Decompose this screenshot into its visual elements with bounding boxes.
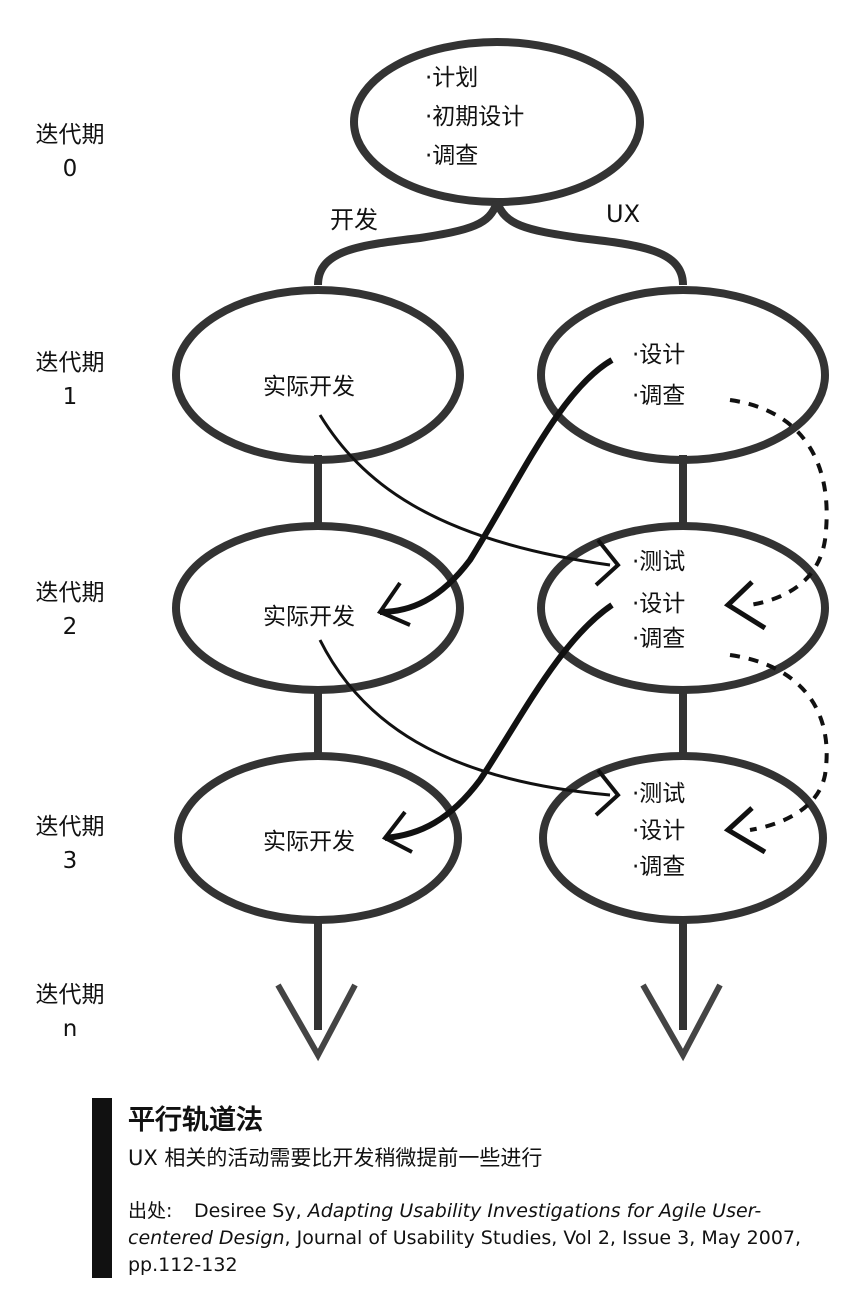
caption-subtitle: UX 相关的活动需要比开发稍微提前一些进行 xyxy=(128,1146,543,1170)
dev-node-2-ellipse xyxy=(172,522,464,694)
iteration-number: 2 xyxy=(62,614,78,640)
ux1-item-design: ·设计 xyxy=(632,342,686,368)
dev-node-1-label: 实际开发 xyxy=(263,374,355,400)
iteration-label-n: 迭代期 n xyxy=(10,978,130,1046)
ux-node-2-ellipse xyxy=(537,522,829,694)
dev-track-label: 开发 xyxy=(330,206,378,234)
design2-to-dev3-arrow xyxy=(384,602,614,841)
dev1-to-test2-arrow xyxy=(318,414,611,567)
iteration-number: n xyxy=(62,1016,78,1042)
arrowhead-test-3 xyxy=(594,768,621,817)
dev-node-3-ellipse xyxy=(174,752,462,924)
source-article-title: Adapting Usability Investigations for Ag… xyxy=(128,1200,762,1249)
iteration-label-0: 迭代期 0 xyxy=(10,118,130,186)
iteration-number: 3 xyxy=(62,848,78,874)
iteration-title: 迭代期 xyxy=(35,814,105,840)
iteration-title: 迭代期 xyxy=(35,580,105,606)
dev-node-1-ellipse xyxy=(172,286,464,464)
iteration-label-3: 迭代期 3 xyxy=(10,810,130,878)
iteration-title: 迭代期 xyxy=(35,982,105,1008)
top-item-initial-design: ·初期设计 xyxy=(425,104,525,130)
design1-to-dev2-arrow xyxy=(379,357,614,615)
ux-down-arrow xyxy=(640,983,723,1062)
arrowhead-dev-2 xyxy=(376,581,411,627)
caption-source: 出处: Desiree Sy, Adapting Usability Invest… xyxy=(128,1198,808,1279)
iteration-label-1: 迭代期 1 xyxy=(10,346,130,414)
iteration-title: 迭代期 xyxy=(35,122,105,148)
dev2-to-test3-arrow xyxy=(318,639,611,797)
top-item-research: ·调查 xyxy=(425,143,479,169)
top-item-plan: ·计划 xyxy=(425,65,479,91)
ux2-item-test: ·测试 xyxy=(632,549,686,575)
branch-connector xyxy=(314,200,687,286)
arrowhead-design-3 xyxy=(723,806,767,855)
caption-title: 平行轨道法 xyxy=(128,1105,263,1136)
source-details: , Journal of Usability Studies, Vol 2, I… xyxy=(128,1227,802,1276)
research1-to-design2-dashed xyxy=(729,398,829,607)
iteration-label-2: 迭代期 2 xyxy=(10,576,130,644)
ux-node-3-ellipse xyxy=(539,752,827,924)
iteration-title: 迭代期 xyxy=(35,350,105,376)
ux2-item-research: ·调查 xyxy=(632,626,686,652)
ux3-item-test: ·测试 xyxy=(632,781,686,807)
ux-node-1-ellipse xyxy=(537,286,829,464)
ux3-item-research: ·调查 xyxy=(632,854,686,880)
source-author: Desiree Sy, xyxy=(194,1200,308,1222)
arrowhead-design-2 xyxy=(723,580,767,631)
ux-track-label: UX xyxy=(606,200,641,228)
ux3-item-design: ·设计 xyxy=(632,818,686,844)
arrowhead-dev-3 xyxy=(381,810,413,854)
dev-node-3-label: 实际开发 xyxy=(263,829,355,855)
iteration-number: 1 xyxy=(62,384,78,410)
caption-accent-bar xyxy=(92,1098,112,1278)
source-prefix: 出处: xyxy=(128,1200,173,1222)
ux1-item-research: ·调查 xyxy=(632,383,686,409)
iteration-number: 0 xyxy=(62,156,78,182)
arrowhead-test-2 xyxy=(594,538,621,587)
dev-node-2-label: 实际开发 xyxy=(263,604,355,630)
ux2-item-design: ·设计 xyxy=(632,591,686,617)
dev-down-arrow xyxy=(275,983,358,1062)
